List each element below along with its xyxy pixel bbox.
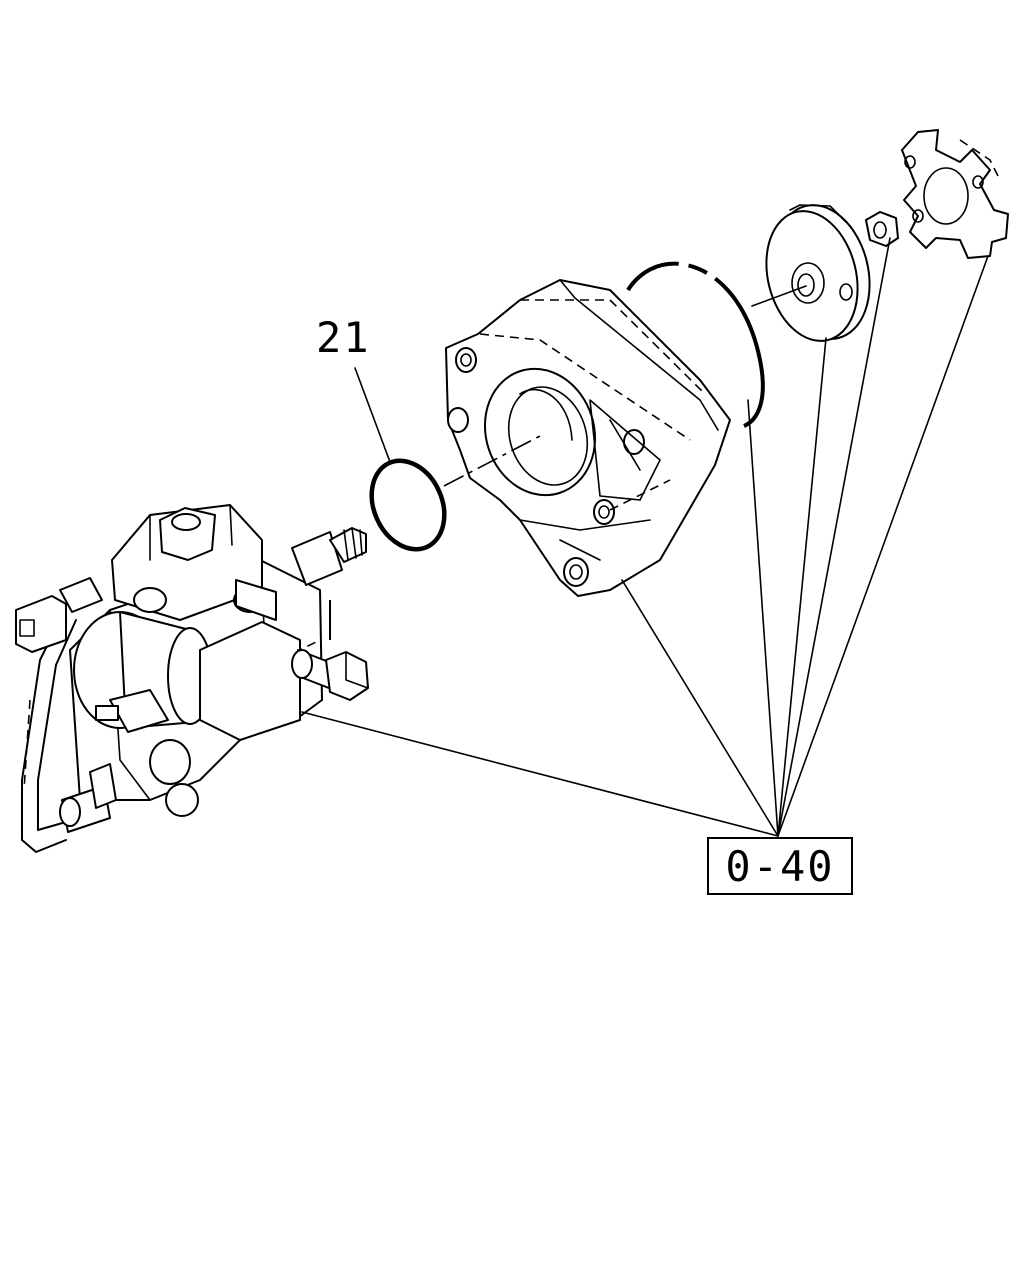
leader-lines (301, 237, 989, 837)
pump-hub (765, 204, 871, 342)
coupling-part (901, 129, 1009, 259)
callout-oring-ref: 21 (316, 313, 371, 362)
injection-pump (15, 504, 369, 853)
o-ring-part (369, 458, 447, 552)
callout-group-ref: 0-40 (725, 842, 834, 891)
nut-part (865, 211, 899, 247)
gasket-part (626, 261, 765, 428)
pump-bracket (445, 279, 731, 597)
centerlines (443, 285, 807, 487)
group-ref-callout: 0-40 (707, 837, 853, 895)
